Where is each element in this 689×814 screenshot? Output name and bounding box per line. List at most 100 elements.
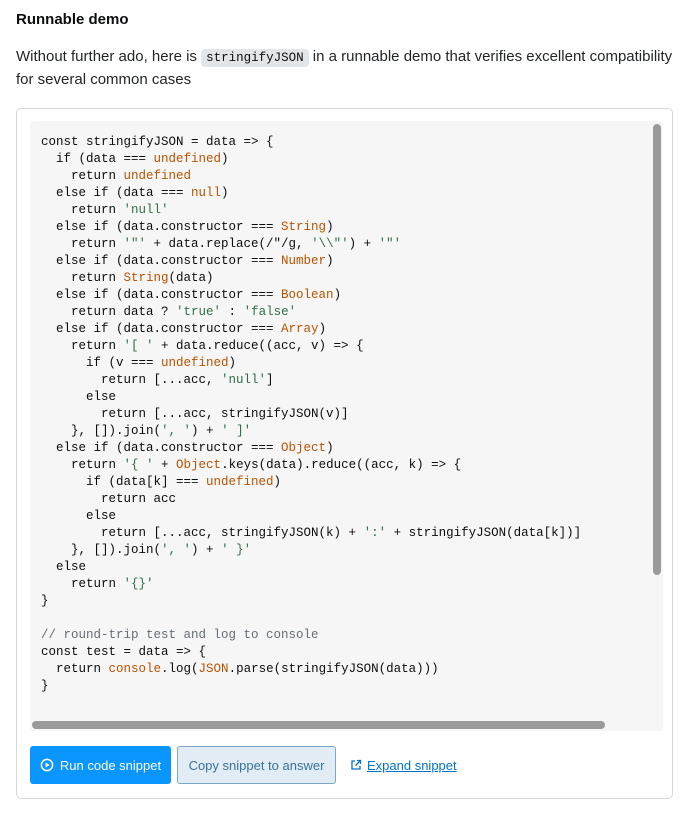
intro-paragraph: Without further ado, here is stringifyJS… bbox=[16, 46, 676, 91]
code-token: ) bbox=[318, 322, 327, 336]
code-block: const stringifyJSON = data => { if (data… bbox=[30, 121, 663, 731]
code-token: if (data === bbox=[41, 152, 154, 166]
code-text: const stringifyJSON = data => { if (data… bbox=[41, 134, 581, 695]
code-token: return bbox=[41, 237, 124, 251]
run-code-snippet-button[interactable]: Run code snippet bbox=[30, 746, 171, 784]
code-token: else if (data.constructor === bbox=[41, 220, 282, 234]
intro-text-before: Without further ado, here is bbox=[16, 48, 202, 65]
code-token: ', ' bbox=[161, 543, 192, 557]
copy-snippet-button[interactable]: Copy snippet to answer bbox=[177, 746, 336, 784]
code-token: 'null' bbox=[123, 203, 169, 217]
code-line: if (data === undefined) bbox=[41, 152, 229, 166]
expand-link-label: Expand snippet bbox=[367, 757, 457, 773]
code-token: ] bbox=[266, 373, 274, 387]
code-token: return bbox=[41, 577, 124, 591]
code-line: if (v === undefined) bbox=[41, 356, 236, 370]
code-token: ) + bbox=[191, 543, 222, 557]
code-token: Boolean bbox=[281, 288, 334, 302]
code-line: return 'null' bbox=[41, 203, 169, 217]
code-token: ) bbox=[326, 220, 334, 234]
code-line: else bbox=[41, 390, 116, 404]
code-token: else bbox=[41, 509, 117, 523]
code-token: return bbox=[41, 339, 124, 353]
code-token: '\\"' bbox=[311, 237, 349, 251]
code-token: undefined bbox=[161, 356, 229, 370]
code-token: }, []).join( bbox=[41, 543, 162, 557]
code-token: ) bbox=[326, 254, 334, 268]
code-token: + data.reduce((acc, v) => { bbox=[153, 339, 364, 353]
code-token: return bbox=[41, 458, 124, 472]
code-token: ) + bbox=[191, 424, 222, 438]
code-token: .parse(stringifyJSON(data))) bbox=[228, 662, 439, 676]
code-line: return '[ ' + data.reduce((acc, v) => { bbox=[41, 339, 364, 353]
code-token: ) bbox=[273, 475, 282, 489]
code-token: else if (data === bbox=[41, 186, 192, 200]
code-token: null bbox=[191, 186, 222, 200]
code-token: + stringifyJSON(data[k])] bbox=[386, 526, 582, 540]
code-token: console bbox=[108, 662, 162, 676]
code-token: ) + bbox=[348, 237, 379, 251]
code-token: JSON bbox=[198, 662, 229, 676]
code-token: .keys(data).reduce((acc, k) => { bbox=[221, 458, 462, 472]
expand-snippet-link[interactable]: Expand snippet bbox=[350, 757, 457, 773]
code-token: return data ? bbox=[41, 305, 177, 319]
code-token: return acc bbox=[41, 492, 177, 506]
code-token: return bbox=[41, 271, 124, 285]
code-token: undefined bbox=[123, 169, 192, 183]
code-line: else bbox=[41, 560, 86, 574]
code-token: ', ' bbox=[161, 424, 192, 438]
code-token: .log( bbox=[161, 662, 199, 676]
code-token: return [...acc, stringifyJSON(v)] bbox=[41, 407, 349, 421]
code-token: '[ ' bbox=[123, 339, 154, 353]
intro-text-after: in a runnable demo that verifies excelle… bbox=[16, 48, 673, 88]
code-token: : bbox=[221, 305, 244, 319]
code-line: else if (data.constructor === Object) bbox=[41, 441, 334, 455]
code-line: else if (data.constructor === Number) bbox=[41, 254, 334, 268]
code-line: }, []).join(', ') + ' ]' bbox=[41, 424, 251, 438]
code-line: return '{}' bbox=[41, 577, 154, 591]
code-token: return [...acc, stringifyJSON(k) + bbox=[41, 526, 364, 540]
code-token: '{ ' bbox=[123, 458, 154, 472]
code-token: ' ]' bbox=[221, 424, 252, 438]
code-token: else if (data.constructor === bbox=[41, 288, 282, 302]
code-line: else if (data === null) bbox=[41, 186, 229, 200]
code-token: else if (data.constructor === bbox=[41, 441, 282, 455]
code-token: '"' bbox=[378, 237, 402, 251]
code-token: if (v === bbox=[41, 356, 162, 370]
code-line: return console.log(JSON.parse(stringifyJ… bbox=[41, 662, 439, 676]
code-token: ) bbox=[221, 152, 229, 166]
code-token: else if (data.constructor === bbox=[41, 254, 282, 268]
code-token: String bbox=[281, 220, 327, 234]
code-token: 'false' bbox=[243, 305, 297, 319]
horizontal-scrollbar[interactable] bbox=[32, 721, 605, 729]
code-token: (data) bbox=[168, 271, 214, 285]
code-token: } bbox=[41, 594, 49, 608]
code-line: } bbox=[41, 679, 49, 693]
code-token: return [...acc, bbox=[41, 373, 222, 387]
code-token: ' }' bbox=[221, 543, 252, 557]
code-line: else if (data.constructor === Array) bbox=[41, 322, 326, 336]
code-line: return data ? 'true' : 'false' bbox=[41, 305, 296, 319]
code-line: } bbox=[41, 594, 49, 608]
code-token: + data.replace(/"/g, bbox=[146, 237, 312, 251]
code-line: // round-trip test and log to console bbox=[41, 628, 319, 642]
code-line: return String(data) bbox=[41, 271, 214, 285]
code-token: ) bbox=[326, 441, 334, 455]
play-circle-icon bbox=[40, 758, 54, 772]
code-line: const test = data => { bbox=[41, 645, 206, 659]
code-line: return '"' + data.replace(/"/g, '\\"') +… bbox=[41, 237, 401, 251]
code-token: '{}' bbox=[123, 577, 154, 591]
code-line: else if (data.constructor === String) bbox=[41, 220, 334, 234]
vertical-scrollbar[interactable] bbox=[653, 124, 661, 575]
code-token: ) bbox=[228, 356, 237, 370]
code-line: }, []).join(', ') + ' }' bbox=[41, 543, 251, 557]
code-token: String bbox=[123, 271, 169, 285]
code-token: Object bbox=[281, 441, 327, 455]
code-snippet: const stringifyJSON = data => { if (data… bbox=[16, 108, 673, 799]
code-token: Array bbox=[281, 322, 319, 336]
code-token: const test = data => { bbox=[41, 645, 207, 659]
inline-code: stringifyJSON bbox=[201, 49, 309, 67]
code-token: const stringifyJSON = data => { bbox=[41, 135, 274, 149]
code-token: return bbox=[41, 203, 124, 217]
